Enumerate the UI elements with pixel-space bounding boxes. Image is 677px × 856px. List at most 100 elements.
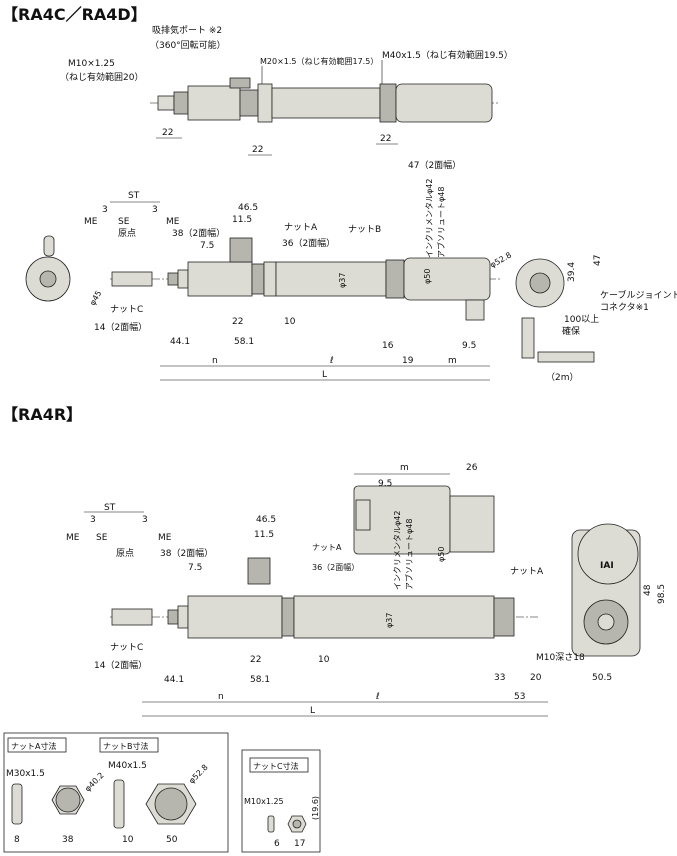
dim-44-1-2: 44.1	[164, 675, 184, 685]
across47-1: 47（2面幅）	[408, 159, 461, 171]
dim-11-5-1: 11.5	[232, 215, 252, 225]
across38-2: 38（2面幅）	[160, 547, 213, 559]
d100-1: 100以上	[564, 314, 599, 325]
n-1: n	[212, 356, 218, 366]
dim-9-5-1: 9.5	[462, 341, 476, 351]
phi52-8-1: φ52.8	[489, 250, 513, 269]
dim-48-2: 48	[643, 584, 653, 596]
st-label-1: ST	[128, 191, 140, 201]
dim-19-6: (19.6)	[311, 796, 320, 820]
three-left-1: 3	[102, 205, 108, 215]
origin-1: 原点	[118, 228, 136, 239]
me-left-1: ME	[84, 217, 98, 227]
se-1: SE	[118, 217, 130, 227]
connector-1: コネクタ※1	[600, 302, 649, 313]
across14-2: 14（2面幅）	[94, 659, 147, 671]
dim-22b: 22	[252, 145, 263, 155]
me-right-2: ME	[158, 533, 172, 543]
m-2: m	[400, 463, 409, 473]
nut-c-box	[241, 749, 321, 853]
nut-c-dims-label: ナットC寸法	[253, 761, 299, 771]
dim-7-5-2: 7.5	[188, 563, 202, 573]
dim-10-1: 10	[284, 317, 296, 327]
dim-50: 50	[166, 835, 178, 845]
nut-c-2: ナットC	[110, 642, 143, 653]
dim-11-5-2: 11.5	[254, 530, 274, 540]
phi37-1: φ37	[338, 273, 347, 288]
ra4c-end-view-left	[25, 235, 71, 302]
dim-22c: 22	[380, 134, 391, 144]
m10-label-c: M10x1.25	[244, 797, 284, 806]
across36-2: 36（2面幅）	[312, 562, 359, 572]
dim-20-2: 20	[530, 673, 542, 683]
three-right-2: 3	[142, 515, 148, 525]
L-1: L	[322, 370, 327, 380]
exhaust-port-label: 吸排気ポート ※2	[152, 24, 222, 36]
m10-thread-label: M10×1.25	[68, 59, 115, 69]
dim-50-5-2: 50.5	[592, 673, 612, 683]
dim-8: 8	[14, 835, 20, 845]
ra4c-end-view-right	[515, 258, 595, 363]
dim-46-5-1: 46.5	[238, 203, 258, 213]
incremental-2: インクリメンタルφ42	[393, 511, 402, 590]
dim-22a: 22	[162, 128, 173, 138]
secure-1: 確保	[562, 325, 580, 337]
two-m-1: （2m）	[546, 372, 579, 383]
dim-10-2: 10	[318, 655, 330, 665]
me-left-2: ME	[66, 533, 80, 543]
nut-ab-box	[3, 732, 229, 853]
m10-range-label: （ねじ有効範囲20）	[60, 71, 143, 83]
absolute-1: アブソリュートφ48	[436, 187, 446, 258]
origin-2: 原点	[116, 548, 134, 559]
dim-6: 6	[274, 839, 280, 849]
nut-a-dims-label: ナットA寸法	[11, 741, 56, 751]
dim-19-1: 19	[402, 356, 414, 366]
dim-38: 38	[62, 835, 74, 845]
m-1: m	[448, 356, 457, 366]
dim-9-5-2: 9.5	[378, 479, 392, 489]
dim-33-2: 33	[494, 673, 505, 683]
l-script-1: ℓ	[329, 356, 334, 366]
phi45-1: φ45	[88, 289, 104, 307]
dim-98-5-2: 98.5	[657, 584, 667, 604]
across36-1: 36（2面幅）	[282, 237, 335, 249]
dim-47-1: 47	[593, 255, 603, 266]
three-right-1: 3	[152, 205, 158, 215]
dim-10-nut: 10	[122, 835, 134, 845]
dim-16-1: 16	[382, 341, 394, 351]
dim-26-2: 26	[466, 463, 478, 473]
phi52-8-label-2: φ52.8	[187, 763, 210, 786]
iai-logo: IAI	[600, 561, 614, 571]
exhaust-rotation-label: （360°回転可能）	[150, 39, 226, 51]
dim-58-1-2: 58.1	[250, 675, 270, 685]
dim-58-1-1: 58.1	[234, 337, 254, 347]
nut-a-2: ナットA	[312, 543, 342, 552]
nut-b-dims-label: ナットB寸法	[103, 741, 149, 751]
se-2: SE	[96, 533, 108, 543]
across38-1: 38（2面幅）	[172, 227, 225, 239]
phi40-2-label: φ40.2	[83, 771, 106, 794]
m30-label: M30x1.5	[6, 769, 45, 779]
nut-c-1: ナットC	[110, 304, 143, 315]
title-ra4r: 【RA4R】	[2, 405, 82, 424]
ra4r-side-actuator	[110, 485, 540, 639]
dim-46-5-2: 46.5	[256, 515, 276, 525]
three-left-2: 3	[90, 515, 96, 525]
cable-joint-1: ケーブルジョイント	[600, 289, 677, 301]
ra4c-side-actuator	[110, 237, 500, 321]
dim-22-2: 22	[250, 655, 261, 665]
nut-a-1: ナットA	[284, 222, 318, 233]
m40-thread-label: M40x1.5（ねじ有効範囲19.5）	[382, 49, 513, 61]
absolute-2: アブソリュートφ48	[404, 519, 414, 590]
incremental-1: インクリメンタルφ42	[425, 179, 434, 258]
phi50-2: φ50	[437, 547, 446, 562]
phi50-1: φ50	[423, 269, 432, 284]
ra4r-end-view	[571, 523, 641, 657]
dim-22-1: 22	[232, 317, 243, 327]
top-actuator-view	[150, 77, 500, 123]
n-2: n	[218, 692, 224, 702]
m40-label: M40x1.5	[108, 761, 147, 771]
phi37-2: φ37	[385, 613, 394, 628]
dim-39-4-1: 39.4	[567, 262, 577, 282]
